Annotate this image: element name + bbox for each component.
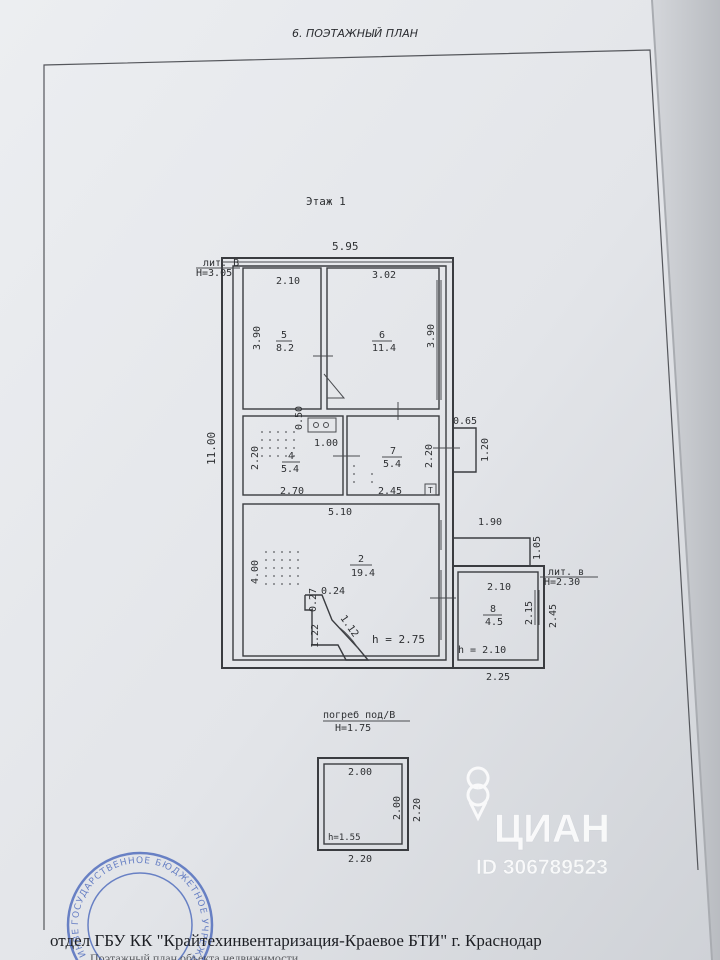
porch-outline [453,427,477,473]
dim-r6-height: 3.90 [426,324,437,348]
page-frame [43,49,699,930]
room-4-area: 5.4 [281,464,299,475]
watermark-listing-id: ID 306789523 [476,856,608,879]
dim-hall-width: 1.00 [314,438,338,449]
dim-porch-depth: 0.65 [453,416,477,427]
dim-r4-height: 2.20 [250,446,261,470]
dim-r7-height: 2.20 [424,444,435,468]
main-height-label: H=3.05 [196,268,232,279]
annex-building [452,565,545,669]
room-8-ceiling: h = 2.10 [458,645,506,656]
annex-lit-label: лит. в [548,567,584,578]
cellar-label: погреб под/В [323,709,395,721]
dim-step-width: 1.90 [478,517,502,528]
dim-stair-a: 0.24 [321,586,345,597]
meter-box [424,483,437,496]
cellar-outer-width: 2.20 [348,854,372,865]
footer-org-line: отдел ГБУ КК "Крайтехинвентаризация-Крае… [50,931,542,950]
stair-symbol [304,594,370,661]
dim-r8-height-outer: 2.45 [548,604,559,628]
section-title: 6. ПОЭТАЖНЫЙ ПЛАН [292,27,418,40]
cellar-inner-width: 2.00 [348,767,372,778]
dim-porch-width: 1.20 [480,438,491,462]
cellar-outer-depth: 2.20 [412,798,423,822]
room-6-area: 11.4 [372,343,396,354]
location-pin-icon [466,766,490,822]
cian-watermark: ЦИАН ID 306789523 [466,766,610,879]
cellar-inner-depth: 2.00 [392,796,403,820]
dim-step-depth: 1.05 [532,536,543,560]
room-4-number: 4 [288,451,294,462]
room-6-outline [326,267,440,410]
cellar-ceiling: h=1.55 [328,833,361,843]
room-2-ceiling: h = 2.75 [372,633,425,646]
step-outline [453,537,531,566]
room-2-number: 2 [358,554,364,565]
room-6-number: 6 [379,330,385,341]
room-8-number: 8 [490,604,496,615]
room-8-area: 4.5 [485,617,503,628]
cellar-plan: погреб под/В H=1.75 2.00 2.00 2.20 h=1.5… [317,709,423,865]
room-7-number: 7 [390,446,396,457]
room-labels: 5 8.2 6 11.4 4 5.4 7 5.4 2 19.4 8 4.5 [276,330,503,628]
room-5-number: 5 [281,330,287,341]
dim-r8-width: 2.10 [487,582,511,593]
watermark-brand: ЦИАН [494,807,610,851]
dim-stair-d: 1.22 [310,624,321,648]
floor-title: Этаж 1 [306,195,346,208]
dim-r5-height: 3.90 [252,326,263,350]
main-lit-label: лит. В [203,258,239,269]
room-5-area: 8.2 [276,343,294,354]
cellar-outline [317,757,409,851]
dim-r2-height: 4.00 [250,560,261,584]
annex-height-label: H=2.30 [544,577,580,588]
dim-total-length: 11.00 [205,432,218,465]
dim-r7-width: 2.45 [378,486,402,497]
svg-text:T: T [428,486,433,495]
dim-r5-width: 2.10 [276,276,300,287]
dim-annex-width: 2.25 [486,672,510,683]
cellar-height-label: H=1.75 [335,723,371,734]
dim-wall-gap: 0.50 [294,406,305,430]
dimension-labels: 5.95 2.10 3.02 3.90 3.90 11.00 0.50 1.00… [205,240,559,683]
footer-subline: Поэтажный план объекта недвижимости [90,951,299,960]
dim-total-width: 5.95 [332,240,359,253]
room-2-area: 19.4 [351,568,375,579]
room-2-outline [242,503,440,657]
room-7-hatch [353,465,373,483]
room-7-area: 5.4 [383,459,401,470]
dim-r8-height-inner: 2.15 [524,601,535,625]
room-2-hatch [265,551,299,585]
room-5-outline [242,267,322,410]
dim-r6-width: 3.02 [372,270,396,281]
room-8-outline [457,571,539,661]
dim-r4-width: 2.70 [280,486,304,497]
paper-edge [651,0,713,960]
room-4-hatch [261,431,295,457]
dim-r2-width: 5.10 [328,507,352,518]
stove-symbol [307,417,337,433]
dim-stair-b: 0.27 [308,588,319,612]
